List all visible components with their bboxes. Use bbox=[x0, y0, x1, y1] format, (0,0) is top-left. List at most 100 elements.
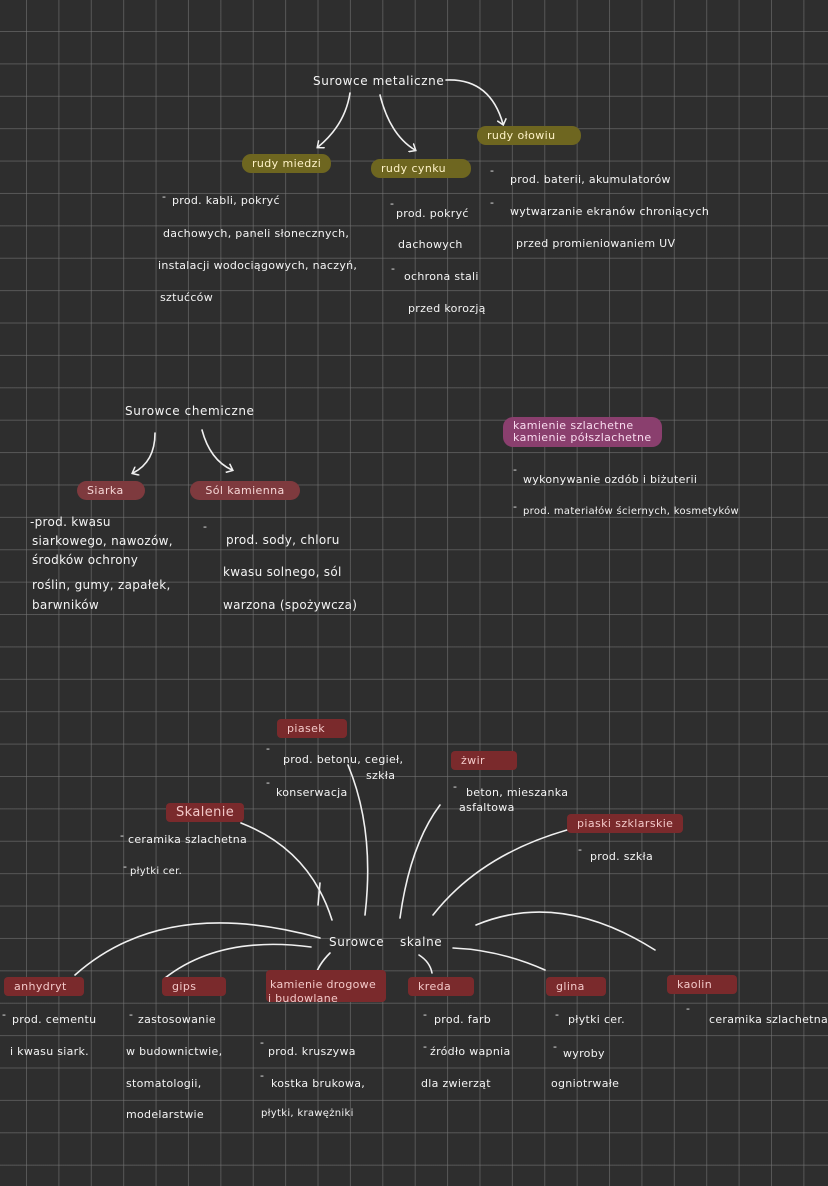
lead-use-1: prod. baterii, akumulatorów bbox=[510, 173, 671, 186]
salt-use-1: prod. sody, chloru bbox=[226, 533, 340, 547]
salt-use-3: warzona (spożywcza) bbox=[223, 598, 358, 612]
metallic-title: Surowce metaliczne bbox=[313, 74, 445, 88]
gems-use-1: wykonywanie ozdób i biżuterii bbox=[523, 473, 698, 486]
zinc-use-3: ochrona stali bbox=[404, 270, 479, 283]
bullet-dash: - bbox=[391, 262, 395, 275]
clay-use-2: wyroby bbox=[563, 1047, 605, 1060]
lead-use-2: wytwarzanie ekranów chroniących bbox=[510, 205, 710, 218]
rock-title-2: skalne bbox=[400, 935, 443, 949]
gypsum-use-3: stomatologii, bbox=[126, 1077, 202, 1090]
bullet-dash: - bbox=[513, 463, 517, 476]
feldspar-use-1: ceramika szlachetna bbox=[128, 833, 248, 846]
sulfur-use-2: siarkowego, nawozów, bbox=[32, 534, 173, 548]
line-sand bbox=[347, 764, 369, 916]
feldspar-label: Skalenie bbox=[166, 803, 245, 822]
sulfur-use-3: środków ochrony bbox=[32, 553, 139, 567]
gravel-use-2: asfaltowa bbox=[459, 801, 515, 814]
sulfur-use-5: barwników bbox=[32, 598, 100, 612]
sand-label: piasek bbox=[277, 719, 347, 738]
lead-use-3: przed promieniowaniem UV bbox=[516, 237, 676, 250]
anhydrite-label: anhydryt bbox=[4, 977, 84, 996]
chalk-use-2: źródło wapnia bbox=[430, 1045, 511, 1058]
copper-use-3: instalacji wodociągowych, naczyń, bbox=[158, 259, 358, 272]
bullet-dash: - bbox=[555, 1008, 559, 1021]
zinc-ore-label: rudy cynku bbox=[371, 159, 471, 178]
arrow-to-copper bbox=[318, 92, 351, 147]
sand-use-1: prod. betonu, cegieł, bbox=[283, 753, 404, 766]
bullet-dash: - bbox=[686, 1002, 690, 1015]
glass-sand-use-1: prod. szkła bbox=[590, 850, 654, 863]
copper-ore-label: rudy miedzi bbox=[242, 154, 332, 173]
clay-use-1: płytki cer. bbox=[568, 1013, 625, 1026]
lead-ore-label: rudy ołowiu bbox=[477, 126, 581, 145]
road-stone-use-3: płytki, krawężniki bbox=[261, 1108, 354, 1119]
sulfur-label: Siarka bbox=[77, 481, 145, 500]
line-kaolin bbox=[475, 911, 656, 951]
clay-label: glina bbox=[546, 977, 606, 996]
bullet-dash: - bbox=[120, 829, 124, 842]
zinc-use-2: dachowych bbox=[398, 238, 463, 251]
copper-use-4: sztućców bbox=[160, 291, 214, 304]
road-stone-use-1: prod. kruszywa bbox=[268, 1045, 356, 1058]
anhydrite-use-1: prod. cementu bbox=[12, 1013, 97, 1026]
anhydrite-use-2: i kwasu siark. bbox=[10, 1045, 89, 1058]
zinc-use-1: prod. pokryć bbox=[396, 207, 469, 220]
gems-label-line-1: kamienie szlachetne bbox=[513, 419, 634, 432]
chalk-label: kreda bbox=[408, 977, 474, 996]
gravel-use-1: beton, mieszanka bbox=[466, 786, 569, 799]
bullet-dash: - bbox=[423, 1040, 427, 1053]
road-stone-use-2: kostka brukowa, bbox=[271, 1077, 366, 1090]
line-chalk bbox=[418, 954, 433, 974]
line-clay bbox=[452, 947, 546, 971]
gypsum-label: gips bbox=[162, 977, 226, 996]
bullet-dash: - bbox=[162, 190, 166, 203]
bullet-dash: - bbox=[423, 1008, 427, 1021]
kaolin-use-1: ceramika szlachetna bbox=[709, 1013, 828, 1026]
gravel-label: żwir bbox=[451, 751, 517, 770]
gems-use-2: prod. materiałów ściernych, kosmetyków bbox=[523, 506, 739, 517]
copper-use-1: prod. kabli, pokryć bbox=[172, 194, 280, 207]
zinc-use-4: przed korozją bbox=[408, 302, 486, 315]
copper-use-2: dachowych, paneli słonecznych, bbox=[163, 227, 350, 240]
arrow-to-lead bbox=[445, 79, 503, 124]
road-stone-label-line-1: kamienie drogowe bbox=[270, 978, 377, 991]
line-sand-2 bbox=[317, 882, 321, 906]
bullet-dash: - bbox=[266, 776, 270, 789]
bullet-dash: - bbox=[490, 196, 494, 209]
rock-title-1: Surowce bbox=[329, 935, 385, 949]
bullet-dash: - bbox=[123, 860, 127, 873]
bullet-dash: - bbox=[578, 843, 582, 856]
road-stone-label-line-2: i budowlane bbox=[268, 992, 339, 1005]
line-glass-sand bbox=[432, 829, 568, 916]
bullet-dash: - bbox=[553, 1040, 557, 1053]
sulfur-use-1: -prod. kwasu bbox=[30, 515, 111, 529]
gypsum-use-1: zastosowanie bbox=[138, 1013, 216, 1026]
bullet-dash: - bbox=[490, 164, 494, 177]
rock-salt-label: Sól kamienna bbox=[190, 481, 300, 500]
sand-use-1b: szkła bbox=[366, 769, 396, 782]
sand-use-2: konserwacja bbox=[276, 786, 348, 799]
chemical-title: Surowce chemiczne bbox=[125, 404, 255, 418]
line-gravel bbox=[399, 804, 441, 919]
bullet-dash: - bbox=[453, 780, 457, 793]
line-anhydrite bbox=[74, 922, 321, 976]
gypsum-use-2: w budownictwie, bbox=[126, 1045, 223, 1058]
bullet-dash: - bbox=[203, 520, 207, 533]
kaolin-label: kaolin bbox=[667, 975, 737, 994]
line-gypsum bbox=[164, 943, 312, 979]
arrow-to-salt bbox=[201, 429, 232, 470]
bullet-dash: - bbox=[390, 197, 394, 210]
gems-label: kamienie szlachetne kamienie półszlachet… bbox=[503, 417, 662, 447]
arrow-to-sulfur bbox=[133, 432, 156, 473]
bullet-dash: - bbox=[129, 1008, 133, 1021]
clay-use-3: ogniotrwałe bbox=[551, 1077, 620, 1090]
bullet-dash: - bbox=[260, 1069, 264, 1082]
bullet-dash: - bbox=[2, 1008, 6, 1021]
road-stone-label bbox=[266, 970, 386, 1002]
line-skalenie bbox=[240, 822, 333, 921]
chalk-use-3: dla zwierząt bbox=[421, 1077, 491, 1090]
arrow-to-zinc bbox=[379, 94, 415, 150]
gems-label-line-2: kamienie półszlachetne bbox=[513, 431, 652, 444]
bullet-dash: - bbox=[266, 742, 270, 755]
